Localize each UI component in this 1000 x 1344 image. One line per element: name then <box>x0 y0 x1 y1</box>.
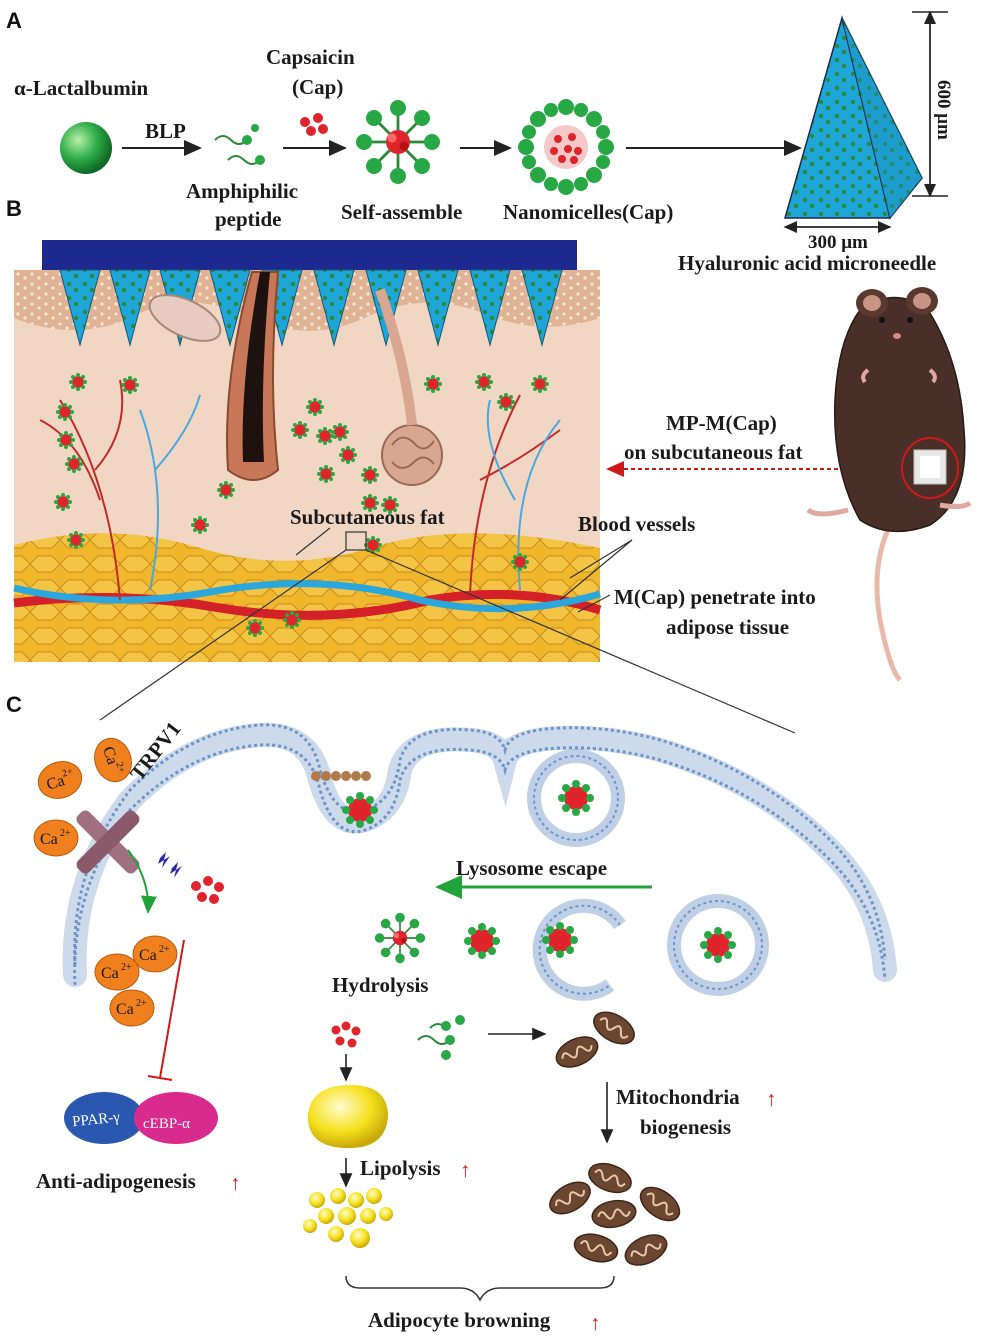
height-dimension <box>912 10 948 198</box>
lysosome-escape-label: Lysosome escape <box>456 856 607 880</box>
mitochondrion-1 <box>550 1029 604 1075</box>
lipolysis-up-arrow: ↑ <box>460 1158 471 1182</box>
endocytosing-micelle <box>342 792 378 828</box>
blood-vessels-label: Blood vessels <box>578 512 695 536</box>
mp-label-2: on subcutaneous fat <box>624 440 803 464</box>
capsaicin-cluster-lipolysis <box>331 1021 361 1048</box>
panel-a-label: A <box>6 8 22 33</box>
microneedle-pyramid <box>784 15 923 220</box>
lipid-fragments <box>303 1188 393 1248</box>
fat-pointer <box>295 527 331 556</box>
released-micelle <box>464 923 500 959</box>
ppar-cebp-complex: PPAR-γ cEBP-α <box>64 1092 218 1144</box>
mito-up-arrow: ↑ <box>766 1087 777 1111</box>
clathrin-coat <box>311 771 371 781</box>
svg-text:Ca: Ca <box>45 772 67 794</box>
endosome-2 <box>667 894 769 996</box>
hair-follicle <box>226 271 280 481</box>
svg-text:2+: 2+ <box>61 766 75 780</box>
lipolysis-label: Lipolysis <box>360 1156 441 1180</box>
escaping-endosome <box>532 898 626 1001</box>
mouse-illustration <box>806 287 972 682</box>
svg-text:Ca: Ca <box>40 831 58 848</box>
calcium-ions-outside: Ca 2+ Ca 2+ Ca 2+ <box>33 733 138 857</box>
svg-text:Ca: Ca <box>101 965 119 982</box>
cap-label: (Cap) <box>292 75 343 99</box>
svg-text:2+: 2+ <box>121 962 132 973</box>
cell-membrane <box>62 722 897 987</box>
nanomicelles-label: Nanomicelles(Cap) <box>503 200 673 224</box>
capsaicin-label: Capsaicin <box>266 45 355 69</box>
lipid-droplet-fill <box>307 1085 388 1149</box>
lactalbumin-sphere <box>60 122 112 174</box>
inhibition-line <box>147 939 185 1081</box>
endosome-1 <box>527 749 625 847</box>
svg-text:Ca: Ca <box>116 1001 134 1018</box>
calcium-influx-arrow <box>127 849 157 914</box>
nanomicelle-cap <box>518 99 614 195</box>
browning-label: Adipocyte browning <box>368 1308 551 1332</box>
panel-b: B <box>6 196 972 682</box>
microneedle-label: Hyaluronic acid microneedle <box>678 251 936 275</box>
panel-a: A α-Lactalbumin BLP Amphiphilic peptide … <box>6 8 954 275</box>
svg-text:Ca: Ca <box>139 947 157 964</box>
zoom-box <box>345 531 367 551</box>
svg-text:2+: 2+ <box>60 828 71 839</box>
svg-text:Ca: Ca <box>99 745 121 767</box>
penetrate-label-1: M(Cap) penetrate into <box>614 585 816 609</box>
capsaicin-molecules-icon <box>300 113 328 136</box>
svg-text:2+: 2+ <box>113 761 127 775</box>
calcium-ions-inside: Ca 2+ Ca 2+ Ca 2+ <box>94 935 178 1027</box>
mp-label-1: MP-M(Cap) <box>666 411 777 435</box>
free-peptides <box>417 1015 465 1060</box>
arrector-pili-muscle <box>148 294 222 342</box>
self-assemble-label: Self-assemble <box>341 200 462 224</box>
mitochondria-cluster <box>543 1157 687 1273</box>
lightning-icon <box>158 852 182 878</box>
amphiphilic-label-2: peptide <box>215 207 282 231</box>
sweat-gland <box>375 288 443 486</box>
microneedle-patch-base <box>42 240 577 270</box>
trpv1-channel <box>76 810 140 874</box>
panel-b-label: B <box>6 196 22 221</box>
capsaicin-cluster-c <box>191 876 224 904</box>
subcutaneous-fat-label: Subcutaneous fat <box>290 505 445 529</box>
cebp-label: cEBP-α <box>143 1116 190 1132</box>
self-assembled-micelle <box>354 98 442 186</box>
ppar-label: PPAR-γ <box>71 1109 121 1130</box>
blood-vessel-pointers <box>559 539 633 601</box>
zoom-lines <box>99 549 796 734</box>
amphiphilic-peptide-icon <box>214 124 265 165</box>
hydrolyzing-micelle <box>373 911 427 965</box>
svg-text:2+: 2+ <box>136 998 147 1009</box>
penetrate-label-2: adipose tissue <box>666 615 789 639</box>
svg-text:2+: 2+ <box>159 944 170 955</box>
anti-adipogenesis-label: Anti-adipogenesis <box>36 1169 196 1193</box>
browning-up-arrow: ↑ <box>590 1311 601 1335</box>
width-label: 300 μm <box>808 232 868 253</box>
height-label: 600 μm <box>933 80 954 140</box>
hydrolysis-label: Hydrolysis <box>332 973 428 997</box>
blp-label: BLP <box>145 119 186 143</box>
skin-cross-section <box>13 270 602 662</box>
penetrate-pointer <box>577 594 611 613</box>
mito-label-2: biogenesis <box>640 1115 731 1139</box>
browning-brace <box>345 1275 615 1302</box>
lactalbumin-label: α-Lactalbumin <box>14 76 149 100</box>
panel-c: C Lysosome escape <box>6 549 897 1335</box>
amphiphilic-label-1: Amphiphilic <box>186 179 298 203</box>
panel-c-label: C <box>6 692 22 717</box>
mito-label-1: Mitochondria <box>616 1085 740 1109</box>
anti-adipogenesis-up-arrow: ↑ <box>230 1171 241 1195</box>
